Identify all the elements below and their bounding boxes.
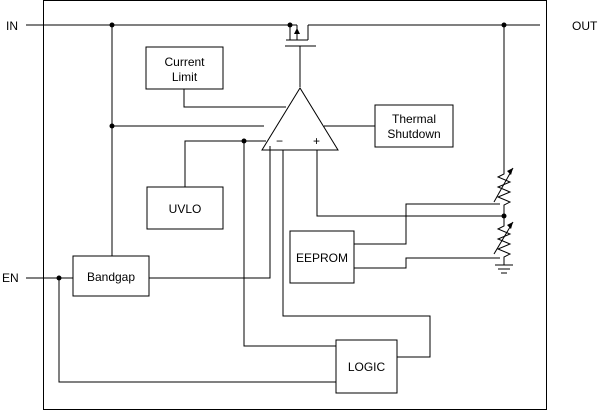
bandgap-block [72, 255, 150, 297]
eeprom-block [289, 230, 355, 284]
output-rail [501, 22, 507, 170]
lower-trim-resistor [493, 216, 514, 265]
error-amplifier [261, 87, 339, 151]
thermal-shutdown-label-2: Shutdown [387, 127, 440, 141]
amp-minus-sign: − [276, 134, 283, 148]
input-rail [26, 22, 297, 256]
pin-in-label: IN [6, 19, 18, 33]
uvlo-label: UVLO [169, 202, 202, 216]
upper-trim-resistor [493, 167, 514, 216]
thermal-shutdown-block [374, 104, 454, 148]
logic-label: LOGIC [348, 360, 386, 374]
current-limit-label-2: Limit [172, 70, 198, 84]
bandgap-label: Bandgap [87, 270, 135, 284]
ic-package-outline [43, 0, 547, 410]
pass-transistor [285, 22, 540, 87]
pin-en-label: EN [2, 271, 19, 285]
uvlo-block [146, 186, 224, 230]
logic-block [335, 339, 398, 394]
current-limit-label-1: Current [164, 55, 205, 69]
ground-icon [495, 264, 513, 274]
amp-plus-sign: + [313, 134, 320, 148]
thermal-shutdown-label-1: Thermal [392, 112, 436, 126]
eeprom-label: EEPROM [296, 251, 348, 265]
pin-out-label: OUT [572, 19, 598, 33]
